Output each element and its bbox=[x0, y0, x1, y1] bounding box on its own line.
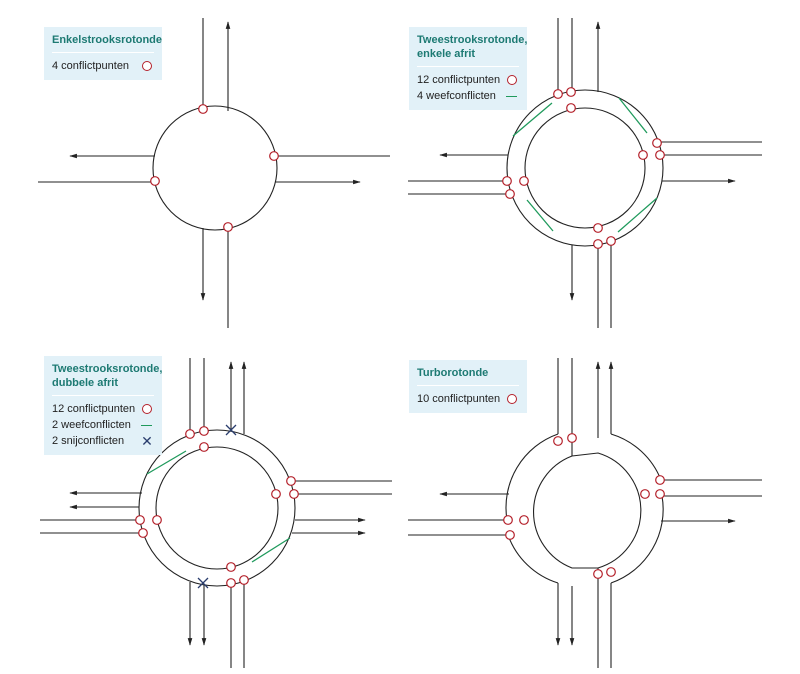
weave-conflict bbox=[251, 537, 291, 563]
legend-text: 2 weefconflicten bbox=[52, 419, 131, 431]
weave-conflict bbox=[512, 102, 553, 137]
legend-two-lane-double-exit: Tweestrooksrotonde, dubbele afrit 12 con… bbox=[44, 356, 162, 455]
legend-row-weave-conflicts: 2 weefconflicten bbox=[52, 417, 154, 433]
conflict-point-icon bbox=[505, 391, 519, 407]
conflict-point bbox=[199, 426, 209, 436]
conflict-point-icon bbox=[140, 401, 154, 417]
legend-text: 12 conflictpunten bbox=[417, 74, 501, 86]
conflict-point bbox=[223, 222, 233, 232]
conflict-point bbox=[271, 489, 281, 499]
legend-text: 2 snijconflicten bbox=[52, 435, 125, 447]
roundabout-outer-arc bbox=[610, 495, 664, 584]
panel-two-lane-single-exit bbox=[408, 18, 762, 328]
panel-single-lane-roundabout bbox=[38, 18, 390, 328]
conflict-points bbox=[503, 433, 665, 579]
crossing-conflict-icon: ✕ bbox=[141, 433, 153, 449]
conflict-point bbox=[286, 476, 296, 486]
weave-conflict-icon bbox=[505, 88, 519, 104]
conflict-point bbox=[185, 429, 195, 439]
conflict-point bbox=[566, 103, 576, 113]
roundabout-outer-circle bbox=[138, 429, 296, 587]
conflict-point bbox=[566, 87, 576, 97]
conflict-point bbox=[655, 475, 665, 485]
conflict-point bbox=[593, 223, 603, 233]
weave-conflict bbox=[146, 450, 187, 475]
legend-row-crossing-conflicts: 2 snijconflicten ✕ bbox=[52, 433, 154, 449]
conflict-point bbox=[239, 575, 249, 585]
conflict-point bbox=[593, 239, 603, 249]
weave-conflict bbox=[617, 197, 658, 233]
panel-two-lane-double-exit bbox=[40, 358, 392, 668]
legend-title: Tweestrooksrotonde, enkele afrit bbox=[417, 33, 527, 67]
turbo-inner-island bbox=[533, 455, 598, 569]
legend-text: 4 weefconflicten bbox=[417, 90, 496, 102]
roundabout-outer-arc bbox=[507, 534, 559, 584]
conflict-point bbox=[638, 150, 648, 160]
legend-row-conflict-points: 10 conflictpunten bbox=[417, 391, 519, 407]
legend-turbo-roundabout: Turborotonde 10 conflictpunten bbox=[409, 360, 527, 413]
conflict-points bbox=[150, 104, 279, 232]
legend-row-conflict-points: 12 conflictpunten bbox=[417, 72, 519, 88]
roundabout-inner-circle bbox=[524, 107, 646, 229]
conflict-point bbox=[226, 562, 236, 572]
conflict-point bbox=[553, 89, 563, 99]
conflict-points bbox=[135, 426, 299, 588]
conflict-point bbox=[519, 515, 529, 525]
legend-row-weave-conflicts: 4 weefconflicten bbox=[417, 88, 519, 104]
conflict-point bbox=[505, 530, 515, 540]
conflict-point bbox=[606, 567, 616, 577]
conflict-point bbox=[226, 578, 236, 588]
conflict-point bbox=[519, 176, 529, 186]
weave-conflicts bbox=[512, 97, 658, 233]
weave-conflict bbox=[526, 199, 554, 232]
conflict-point bbox=[135, 515, 145, 525]
legend-text: 4 conflictpunten bbox=[52, 60, 130, 72]
legend-two-lane-single-exit: Tweestrooksrotonde, enkele afrit 12 conf… bbox=[409, 27, 527, 110]
crossing-conflict bbox=[225, 424, 237, 436]
conflict-point bbox=[553, 436, 563, 446]
weave-conflict bbox=[618, 97, 648, 134]
conflict-point bbox=[505, 189, 515, 199]
conflict-points bbox=[502, 87, 665, 249]
legend-row-conflict-points: 4 conflictpunten bbox=[52, 58, 154, 74]
conflict-point bbox=[199, 442, 209, 452]
conflict-point bbox=[289, 489, 299, 499]
weave-conflict-icon bbox=[140, 417, 154, 433]
conflict-point bbox=[640, 489, 650, 499]
conflict-point bbox=[150, 176, 160, 186]
conflict-point bbox=[606, 236, 616, 246]
conflict-point bbox=[198, 104, 208, 114]
weave-conflicts bbox=[146, 450, 291, 563]
conflict-point bbox=[567, 433, 577, 443]
roundabout-outer-arc bbox=[505, 433, 559, 521]
conflict-point-icon bbox=[140, 58, 154, 74]
crossing-conflict bbox=[197, 577, 209, 589]
conflict-point bbox=[652, 138, 662, 148]
turbo-inner-island bbox=[571, 452, 642, 569]
roundabout-outer-arc bbox=[610, 433, 662, 481]
legend-row-conflict-points: 12 conflictpunten bbox=[52, 401, 154, 417]
legend-text: 12 conflictpunten bbox=[52, 403, 136, 415]
conflict-point bbox=[269, 151, 279, 161]
conflict-point-icon bbox=[505, 72, 519, 88]
legend-single-lane: Enkelstrooksrotonde 4 conflictpunten bbox=[44, 27, 162, 80]
conflict-point bbox=[502, 176, 512, 186]
roundabout-outer-circle bbox=[506, 89, 664, 247]
conflict-point bbox=[152, 515, 162, 525]
legend-title: Enkelstrooksrotonde bbox=[52, 33, 162, 53]
roundabout-circle bbox=[152, 105, 278, 231]
crossing-conflicts bbox=[197, 424, 237, 589]
conflict-point bbox=[655, 489, 665, 499]
legend-title: Tweestrooksrotonde, dubbele afrit bbox=[52, 362, 162, 396]
legend-text: 10 conflictpunten bbox=[417, 393, 501, 405]
conflict-point bbox=[655, 150, 665, 160]
conflict-point bbox=[593, 569, 603, 579]
conflict-point bbox=[503, 515, 513, 525]
conflict-point bbox=[138, 528, 148, 538]
roundabout-inner-circle bbox=[155, 446, 279, 570]
legend-title: Turborotonde bbox=[417, 366, 519, 386]
